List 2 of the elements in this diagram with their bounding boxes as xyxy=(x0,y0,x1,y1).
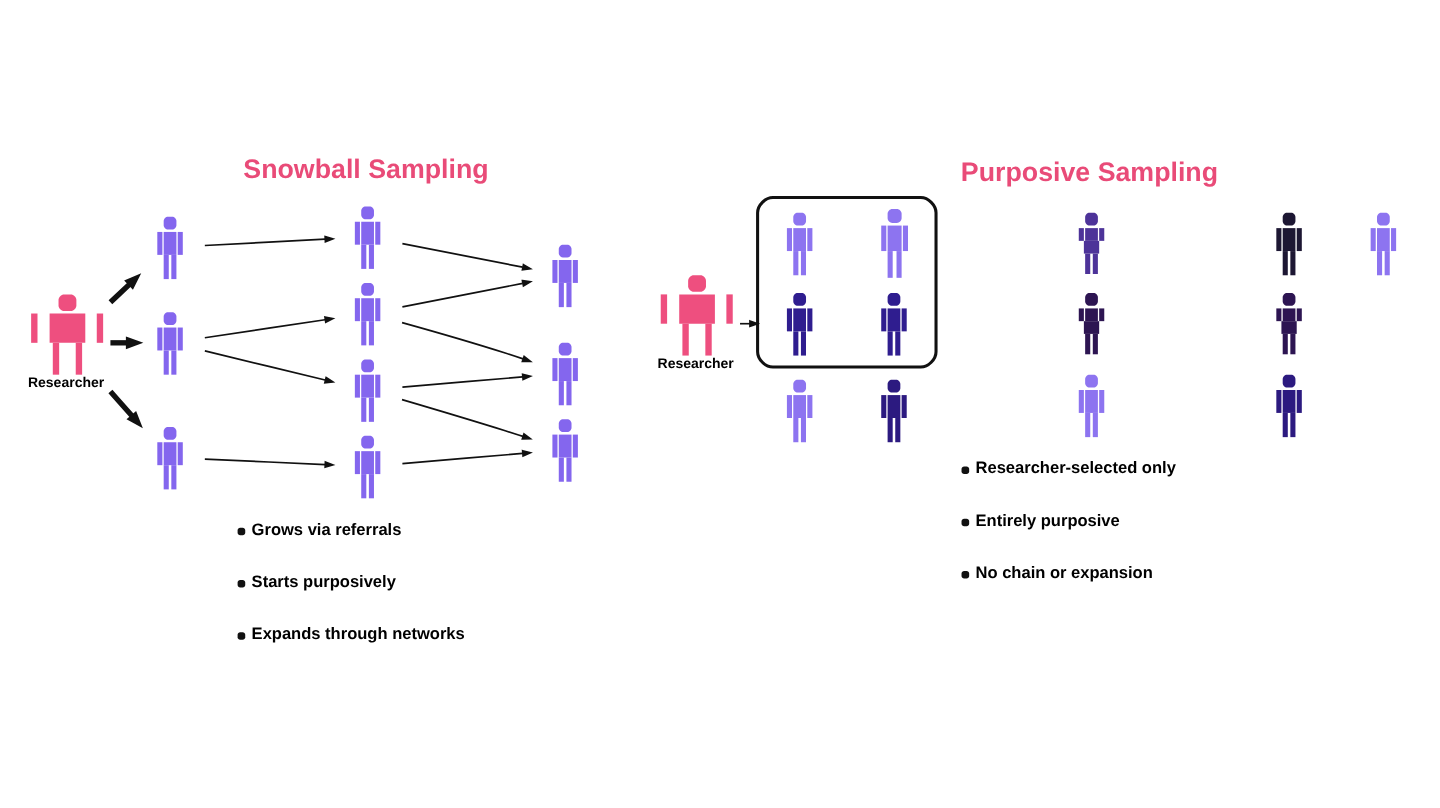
label: Snowball Sampling xyxy=(243,153,489,184)
label: Purposive Sampling xyxy=(960,157,1219,188)
